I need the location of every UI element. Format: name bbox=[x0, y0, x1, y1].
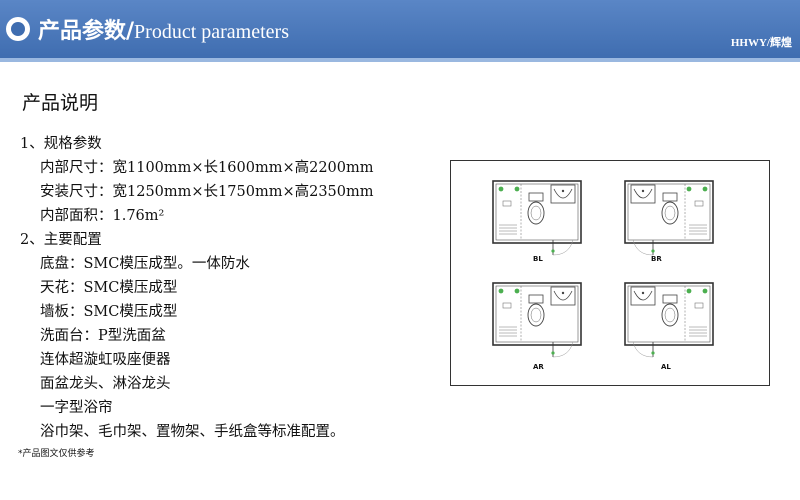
product-description: 1、规格参数 内部尺寸：宽1100mm×长1600mm×高2200mm 安装尺寸… bbox=[20, 132, 440, 444]
plan-br bbox=[624, 180, 714, 256]
config-heading: 2、主要配置 bbox=[20, 232, 102, 248]
floor-plan-diagram: BL BR AR AL bbox=[450, 160, 770, 386]
config-item: 天花：SMC模压成型 bbox=[40, 280, 178, 296]
disclaimer-note: *产品图文仅供参考 bbox=[18, 449, 95, 459]
plan-label-al: AL bbox=[661, 363, 671, 371]
spec-heading: 1、规格参数 bbox=[20, 136, 102, 152]
plan-bl bbox=[492, 180, 582, 256]
plan-label-br: BR bbox=[651, 255, 662, 263]
circle-bullet-icon bbox=[6, 17, 30, 41]
spec-internal-area: 内部面积：1.76m² bbox=[40, 208, 165, 224]
plan-label-ar: AR bbox=[533, 363, 544, 371]
page-title-en: Product parameters bbox=[134, 21, 289, 43]
config-item: 底盘：SMC模压成型。一体防水 bbox=[40, 256, 250, 272]
header-bar: 产品参数/Product parameters HHWY/辉煌 bbox=[0, 0, 800, 58]
config-item: 一字型浴帘 bbox=[40, 400, 113, 416]
config-item: 洗面台：P型洗面盆 bbox=[40, 328, 166, 344]
config-item: 连体超漩虹吸座便器 bbox=[40, 352, 171, 368]
spec-internal-size: 内部尺寸：宽1100mm×长1600mm×高2200mm bbox=[40, 160, 374, 176]
brand-label: HHWY/辉煌 bbox=[730, 37, 792, 49]
page-title-cn: 产品参数/ bbox=[38, 19, 135, 44]
page-title: 产品参数/Product parameters bbox=[38, 13, 289, 45]
plan-al bbox=[624, 282, 714, 358]
spec-install-size: 安装尺寸：宽1250mm×长1750mm×高2350mm bbox=[40, 184, 374, 200]
section-title: 产品说明 bbox=[22, 92, 99, 114]
config-item: 浴巾架、毛巾架、置物架、手纸盒等标准配置。 bbox=[40, 424, 345, 440]
plan-ar bbox=[492, 282, 582, 358]
plan-label-bl: BL bbox=[533, 255, 543, 263]
header-divider bbox=[0, 58, 800, 62]
floor-plans-svg: BL BR AR AL bbox=[492, 180, 714, 371]
config-item: 面盆龙头、淋浴龙头 bbox=[40, 376, 171, 392]
config-item: 墙板：SMC模压成型 bbox=[40, 304, 178, 320]
